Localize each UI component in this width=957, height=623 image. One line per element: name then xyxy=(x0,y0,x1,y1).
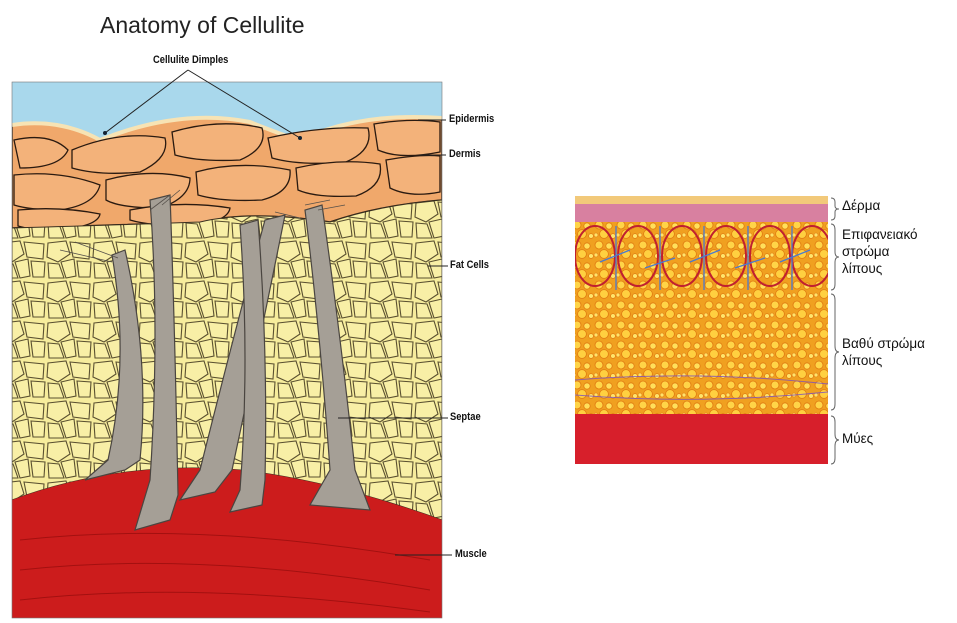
label-septae: Septae xyxy=(450,411,481,423)
right-epidermis xyxy=(575,196,828,204)
label-superficial-fat-line3: λίπους xyxy=(842,260,918,277)
label-dermis: Dermis xyxy=(449,148,481,160)
label-superficial-fat-line1: Επιφανειακό xyxy=(842,226,918,243)
cellulite-cross-section xyxy=(12,82,442,618)
label-deep-fat: Βαθύ στρώμα λίπους xyxy=(842,335,925,369)
label-superficial-fat: Επιφανειακό στρώμα λίπους xyxy=(842,226,918,277)
label-epidermis: Epidermis xyxy=(449,113,494,125)
label-muscle: Muscle xyxy=(455,548,487,560)
label-muscles: Μύες xyxy=(842,430,873,447)
label-skin: Δέρμα xyxy=(842,197,880,214)
label-deep-fat-line1: Βαθύ στρώμα xyxy=(842,335,925,352)
label-cellulite-dimples: Cellulite Dimples xyxy=(153,54,228,66)
skin-layers-diagram xyxy=(575,196,832,464)
right-muscle xyxy=(575,414,828,464)
braces xyxy=(831,198,839,464)
right-dermis xyxy=(575,204,828,222)
label-fat-cells: Fat Cells xyxy=(450,259,489,271)
label-superficial-fat-line2: στρώμα xyxy=(842,243,918,260)
label-deep-fat-line2: λίπους xyxy=(842,352,925,369)
